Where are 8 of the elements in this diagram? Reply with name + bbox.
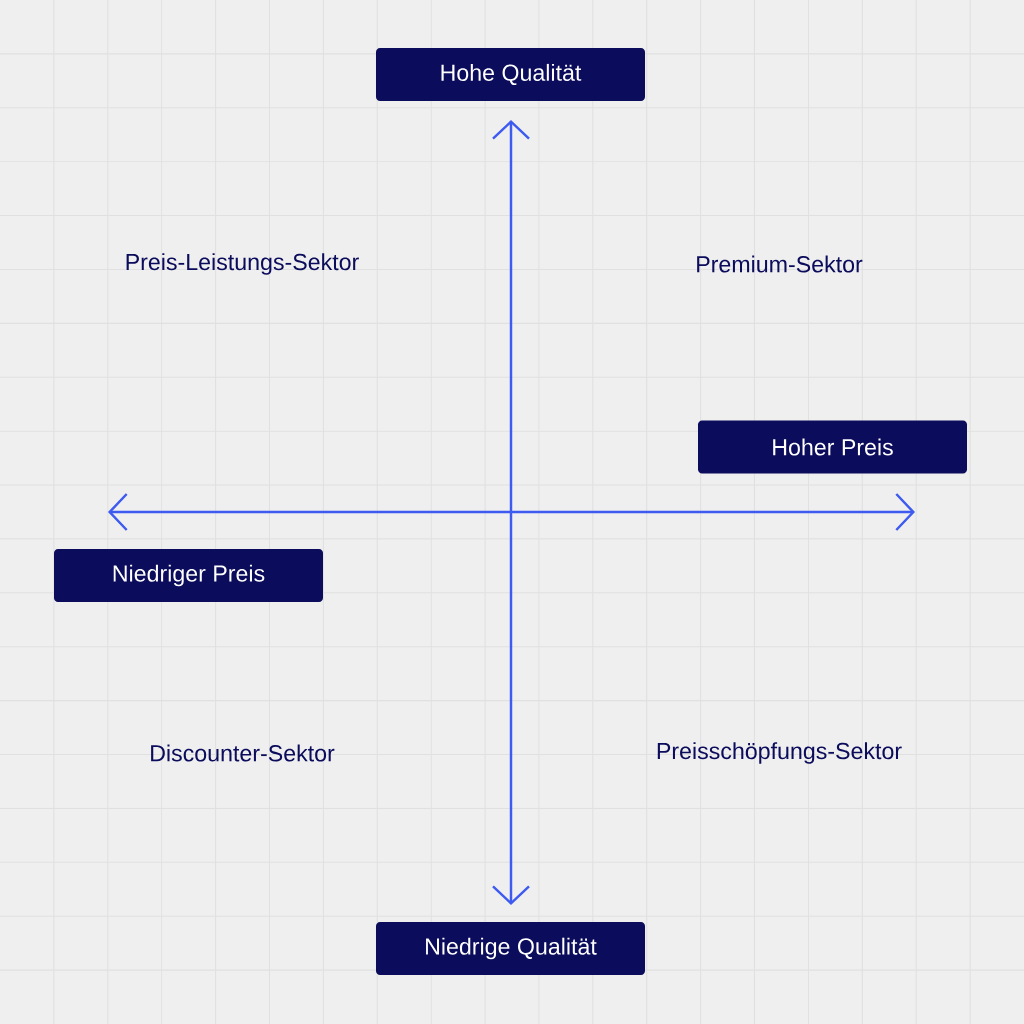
axis-label-box: Niedriger Preis [54,549,323,602]
quadrant-label: Preis-Leistungs-Sektor [126,253,359,275]
axis-label-box: Hoher Preis [698,420,967,474]
quadrant-label: Premium-Sektor [697,255,863,273]
quadrant-label: Preisschöpfungs-Sektor [657,742,902,764]
axis-label-box: Niedrige Qualität [376,922,645,975]
quadrant-label: Discounter-Sektor [151,744,335,762]
axis-label-box: Hohe Qualität [376,48,645,101]
